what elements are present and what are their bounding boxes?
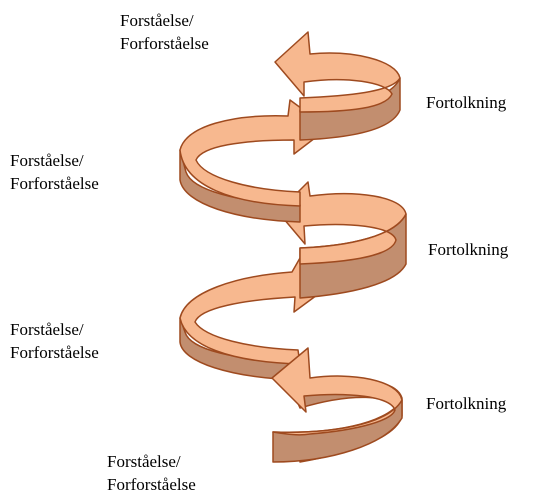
label-interpretation-top: Fortolkning [426, 93, 507, 112]
label-understanding-lower-left-line2: Forforståelse [10, 343, 99, 362]
label-understanding-lower-left-line1: Forståelse/ [10, 320, 84, 339]
label-understanding-top: Forståelse/ Forforståelse [120, 9, 209, 55]
label-understanding-top-line1: Forståelse/ [120, 11, 194, 30]
spiral-ribbon [179, 31, 407, 463]
ribbon-front-band-1 [179, 99, 329, 207]
label-understanding-upper-left-line1: Forståelse/ [10, 151, 84, 170]
label-interpretation-bottom: Fortolkning [426, 394, 507, 413]
ribbon-front-band-3 [179, 257, 333, 365]
label-understanding-upper-left: Forståelse/ Forforståelse [10, 149, 99, 195]
ribbon-front-band-top [274, 31, 401, 113]
label-understanding-upper-left-line2: Forforståelse [10, 174, 99, 193]
label-understanding-bottom: Forståelse/ Forforståelse [107, 450, 196, 496]
label-understanding-bottom-line1: Forståelse/ [107, 452, 181, 471]
label-interpretation-middle: Fortolkning [428, 240, 509, 259]
label-understanding-bottom-line2: Forforståelse [107, 475, 196, 494]
ribbon-front-band-4-arrow [271, 347, 403, 436]
label-understanding-lower-left: Forståelse/ Forforståelse [10, 318, 99, 364]
ribbon-front-band-2 [277, 181, 407, 265]
label-understanding-top-line2: Forforståelse [120, 34, 209, 53]
